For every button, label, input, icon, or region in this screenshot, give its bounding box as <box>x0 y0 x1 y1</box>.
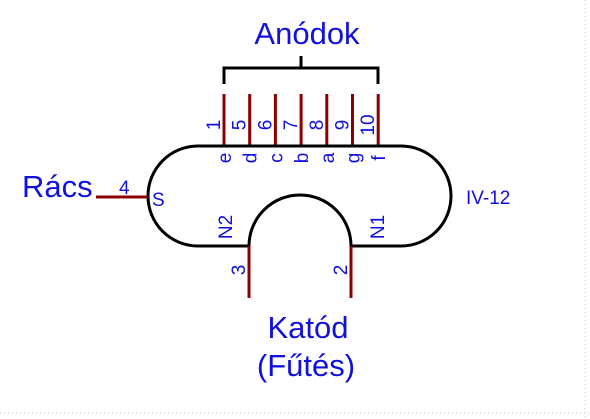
anode-segment-label: d <box>241 153 262 164</box>
anode-pin-number: 1 <box>204 120 225 131</box>
anode-pin-number: 9 <box>333 120 354 131</box>
anode-pin-number: 10 <box>358 114 379 135</box>
anode-segment-label: e <box>215 153 236 164</box>
heater-label: (Fűtés) <box>257 348 355 383</box>
anode-brace <box>222 56 380 84</box>
anode-pin-number: 6 <box>255 120 276 131</box>
anode-segment-label: f <box>369 155 390 161</box>
anode-pins: 1 e 5 d 6 c 7 b 8 a 9 g 10 f <box>204 94 390 163</box>
anode-segment-label: c <box>266 153 287 163</box>
tube-envelope <box>146 144 453 248</box>
anode-segment-label: b <box>292 153 313 164</box>
cathode-pin-n2-number: 3 <box>229 265 250 276</box>
anode-segment-label: g <box>344 153 365 164</box>
anode-pin-number: 7 <box>281 120 302 131</box>
cathode-label: Katód <box>267 310 348 345</box>
anodes-label: Anódok <box>254 16 360 51</box>
cathode-pin-n2-name: N2 <box>216 215 237 239</box>
cathode-pin-n1-name: N1 <box>368 215 389 239</box>
anode-pin-number: 5 <box>230 120 251 131</box>
anode-pin-number: 8 <box>307 120 328 131</box>
grid-pin-number: 4 <box>119 178 130 199</box>
tube-type-label: IV-12 <box>466 188 510 209</box>
grid-label: Rács <box>22 169 93 204</box>
cathode-pin-n1-number: 2 <box>331 265 352 276</box>
grid-pin-name: S <box>152 190 165 211</box>
anode-segment-label: a <box>318 152 339 163</box>
